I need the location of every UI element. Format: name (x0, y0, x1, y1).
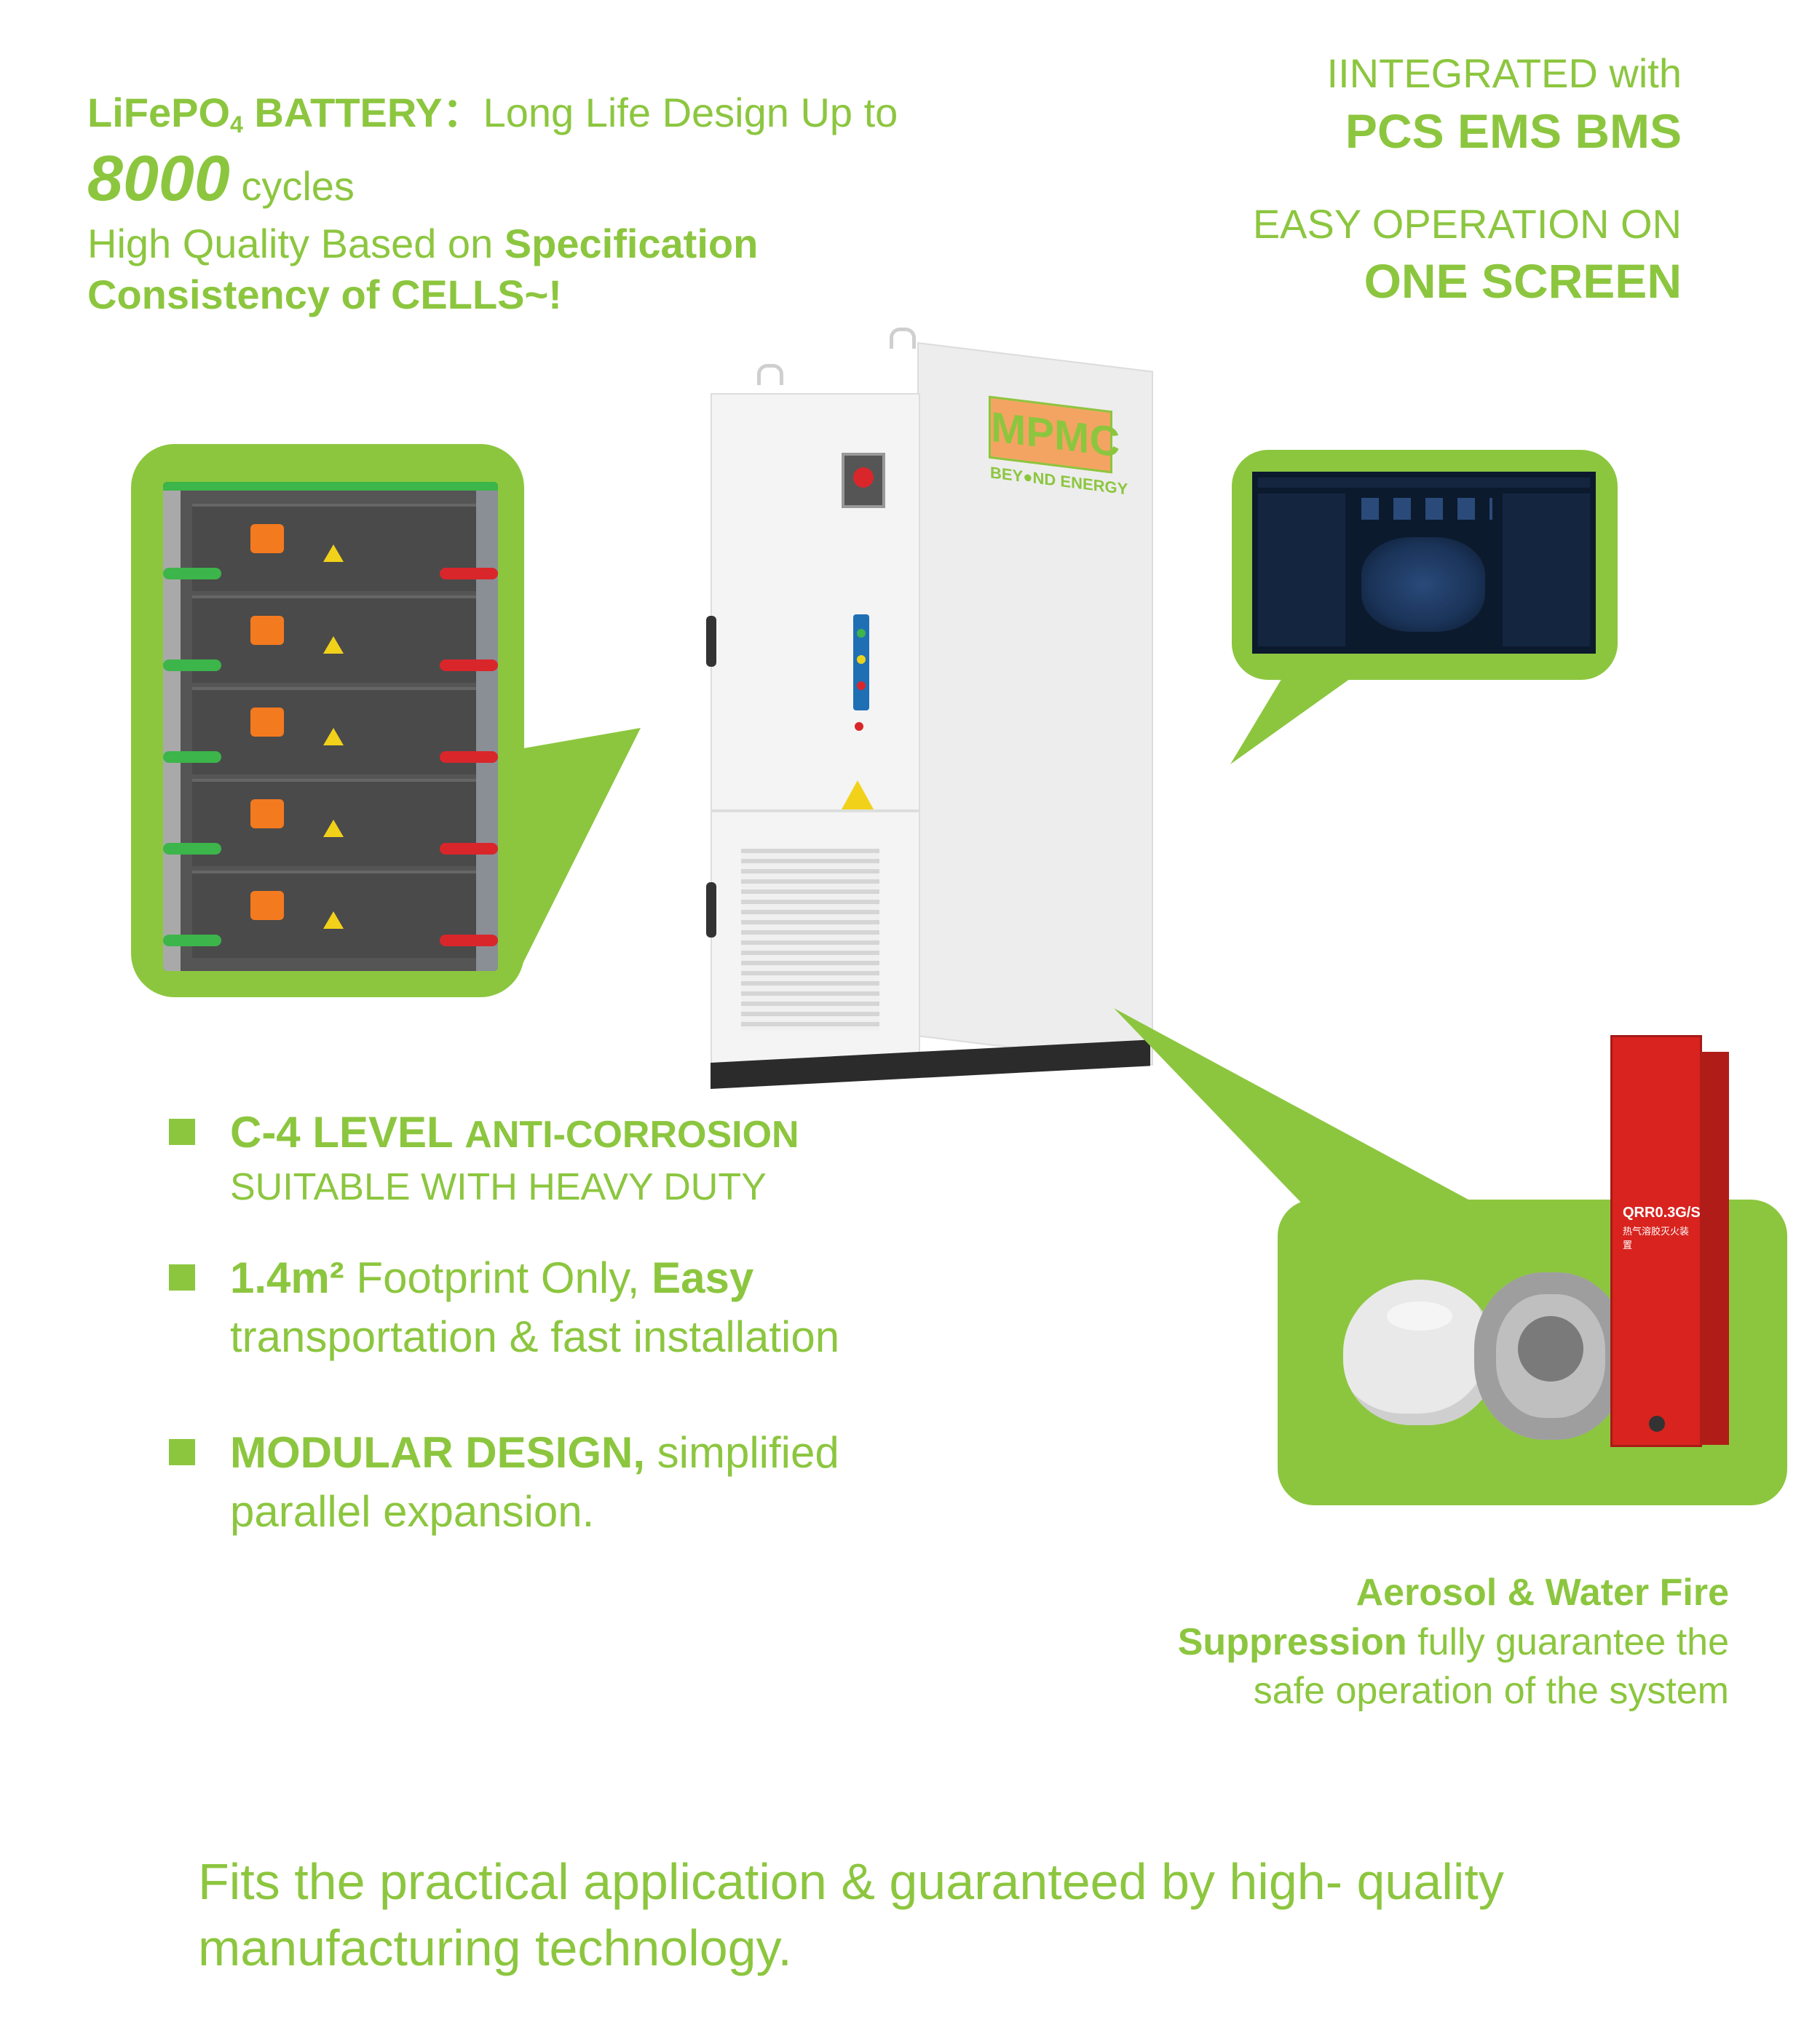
ems-dashboard-screen (1252, 472, 1596, 654)
battery-module (163, 687, 498, 774)
battery-module (163, 504, 498, 591)
fire-suppression-text: Aerosol & Water Fire Suppression fully g… (928, 1569, 1729, 1716)
aerosol-extinguisher: QRR0.3G/S 热气溶胶灭火装置 (1610, 1035, 1729, 1447)
battery-rack-image (163, 482, 498, 971)
integration-description: IINTEGRATED with PCS EMS BMS EASY OPERAT… (1026, 47, 1682, 313)
fire-text-line3: safe operation of the system (1253, 1670, 1729, 1713)
extinguisher-model: QRR0.3G/S (1623, 1205, 1701, 1221)
pcs-ems-bms: PCS EMS BMS (1345, 103, 1682, 158)
emergency-stop-icon (842, 453, 885, 508)
bullet-square-icon (169, 1119, 195, 1145)
cycles-number: 8000 (87, 142, 230, 214)
bullet-square-icon (169, 1439, 195, 1465)
battery-title-line: LiFePO4 BATTERY：Long Life Design Up to (87, 87, 1034, 138)
map-icon (1361, 537, 1485, 632)
quality-prefix: High Quality Based on (87, 221, 505, 266)
battery-module (163, 871, 498, 958)
bullet-square-icon (169, 1264, 195, 1291)
cabinet-lower-door (706, 811, 920, 1073)
fire-nozzle (1474, 1272, 1627, 1440)
long-life-text: Long Life Design Up to (483, 90, 898, 135)
cycles-line: 8000 cycles (87, 138, 1034, 218)
quality-line: High Quality Based on Specification (87, 218, 1034, 269)
cycles-word: cycles (241, 163, 355, 209)
battery-description: LiFePO4 BATTERY：Long Life Design Up to 8… (87, 87, 1034, 320)
battery-module (163, 595, 498, 683)
screen-callout (1232, 450, 1618, 680)
bullet-3-line2: parallel expansion. (230, 1487, 595, 1536)
battery-rack-callout (131, 444, 524, 997)
bullet-3-bold: MODULAR DESIGN, (230, 1428, 645, 1477)
footer-statement: Fits the practical application & guarant… (198, 1849, 1727, 1981)
bullet-1-bold: C-4 LEVEL (230, 1108, 465, 1157)
quality-bold: Specification (504, 221, 759, 266)
bullet-2-normal: Footprint Only, (344, 1253, 652, 1302)
warning-icon (842, 780, 874, 809)
footer-line1: Fits the practical application & guarant… (198, 1853, 1504, 1910)
indicator-panel (853, 614, 869, 710)
footer-line2: manufacturing technology. (198, 1919, 792, 1976)
smoke-detector (1343, 1280, 1496, 1425)
bullet-2-bold2: Easy (652, 1253, 754, 1302)
fire-text-line1: Aerosol & Water Fire (1356, 1572, 1729, 1614)
fire-text-line2: Suppression fully guarantee the (1177, 1620, 1729, 1663)
bullet-2-bold: 1.4m² (230, 1253, 344, 1302)
door-handle-icon (706, 616, 716, 667)
one-screen: ONE SCREEN (1364, 254, 1682, 309)
screen-callout-pointer (1230, 655, 1383, 764)
battery-chemistry: LiFePO4 BATTERY： (87, 90, 483, 138)
bullet-footprint: 1.4m² Footprint Only, Easy transportatio… (169, 1248, 1042, 1366)
extinguisher-subtitle: 热气溶胶灭火装置 (1623, 1226, 1690, 1251)
bullet-modular: MODULAR DESIGN, simplified parallel expa… (169, 1423, 1042, 1541)
energy-storage-cabinet: MPMC BEY●ND ENERGY (706, 328, 1179, 1114)
bullet-1-sub: SUITABLE WITH HEAVY DUTY (230, 1166, 767, 1208)
fire-callout-pointer (1114, 1008, 1478, 1205)
bullet-2-line2: transportation & fast installation (230, 1312, 840, 1361)
integrated-line: IINTEGRATED with (1326, 50, 1682, 96)
bullet-1-bold-small: ANTI-CORROSION (464, 1114, 799, 1156)
vent-grille (741, 849, 879, 1031)
consistency-line: Consistency of CELLS~! (87, 272, 562, 317)
battery-module (163, 779, 498, 866)
bullet-3-normal: simplified (645, 1428, 839, 1477)
bullet-anti-corrosion: C-4 LEVEL ANTI-CORROSION SUITABLE WITH H… (169, 1103, 1042, 1213)
door-handle-icon (706, 882, 716, 938)
cabinet-upper-door (706, 393, 920, 811)
easy-operation-line: EASY OPERATION ON (1252, 200, 1682, 247)
